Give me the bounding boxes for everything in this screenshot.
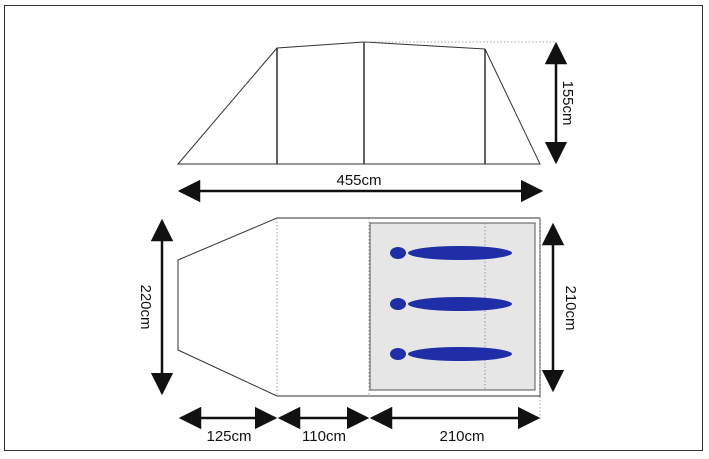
length-label: 455cm (336, 172, 381, 189)
side-view-outline (176, 41, 541, 165)
segment-2-label: 110cm (302, 428, 346, 445)
width-inner-label: 210cm (562, 285, 579, 330)
side-view (176, 41, 556, 165)
sleeping-bag-body (408, 297, 512, 311)
width-total-label: 220cm (137, 284, 154, 329)
segment-3-label: 210cm (439, 428, 484, 445)
frame-border (4, 5, 703, 451)
height-label: 155cm (559, 80, 576, 125)
sleeping-bag-head (390, 247, 406, 259)
sleeping-bag-body (408, 246, 512, 260)
sleeping-bag-body (408, 347, 512, 361)
sleeping-bag-head (390, 348, 406, 360)
segment-1-label: 125cm (206, 428, 251, 445)
sleeping-bags (390, 246, 512, 361)
sleeping-bag-icon (390, 297, 512, 311)
sleeping-bag-icon (390, 347, 512, 361)
sleeping-bag-head (390, 298, 406, 310)
sleeping-bag-icon (390, 246, 512, 260)
